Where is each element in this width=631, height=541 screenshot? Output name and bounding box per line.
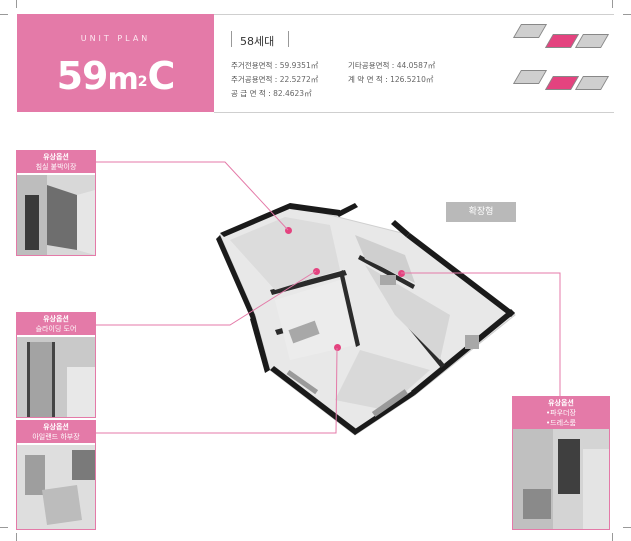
option-subtitle: 아일랜드 하부장 bbox=[32, 433, 80, 441]
spec-value: 126.5210㎡ bbox=[390, 75, 434, 84]
spec-other-common: 기타공용면적 : 44.0587㎡ bbox=[348, 61, 436, 70]
option-marker-dot bbox=[334, 344, 341, 351]
header-rule-top bbox=[214, 14, 614, 15]
option-title: 유상옵션 bbox=[43, 153, 69, 161]
unit-type-suffix: C bbox=[147, 54, 176, 98]
divider bbox=[288, 31, 289, 47]
option-header: 유상옵션 침실 붙박이장 bbox=[17, 151, 95, 173]
option-panel-powder-dressroom: 유상옵션 •파우더장 •드레스룸 bbox=[512, 396, 610, 530]
unit-type-sup: 2 bbox=[137, 74, 148, 90]
spec-contract: 계 약 면 적 : 126.5210㎡ bbox=[348, 75, 434, 84]
unit-type-title: 59m2C bbox=[17, 52, 214, 104]
option-panel-island-cabinet: 유상옵션 아일랜드 하부장 bbox=[16, 420, 96, 530]
option-marker-dot bbox=[285, 227, 292, 234]
spec-label: 기타공용면적 bbox=[348, 61, 390, 70]
crop-mark bbox=[16, 533, 17, 541]
crop-mark bbox=[623, 14, 631, 15]
crop-mark bbox=[0, 14, 8, 15]
option-panel-sliding-door: 유상옵션 슬라이딩 도어 bbox=[16, 312, 96, 418]
spec-value: 59.9351㎡ bbox=[279, 61, 319, 70]
option-title: 유상옵션 bbox=[548, 399, 574, 407]
option-photo bbox=[17, 175, 95, 255]
divider bbox=[231, 31, 232, 47]
option-marker-dot bbox=[313, 268, 320, 275]
crop-mark bbox=[623, 527, 631, 528]
unit-type-m: m bbox=[107, 62, 138, 97]
unit-plan-label: UNIT PLAN bbox=[80, 34, 151, 43]
option-header: 유상옵션 아일랜드 하부장 bbox=[17, 421, 95, 443]
spec-value: 22.5272㎡ bbox=[279, 75, 319, 84]
option-subtitle: •드레스룸 bbox=[546, 419, 576, 427]
households-count: 58세대 bbox=[240, 35, 275, 48]
option-title: 유상옵션 bbox=[43, 423, 69, 431]
spec-value: 82.4623㎡ bbox=[273, 89, 312, 98]
spec-label: 계 약 면 적 bbox=[348, 75, 383, 84]
furniture bbox=[288, 275, 479, 349]
option-photo bbox=[17, 445, 95, 529]
floor-plan-3d bbox=[216, 203, 516, 436]
spec-common: 주거공용면적 : 22.5272㎡ bbox=[231, 75, 319, 84]
option-subtitle: 침실 붙박이장 bbox=[35, 163, 77, 171]
spec-exclusive: 주거전용면적 : 59.9351㎡ bbox=[231, 61, 319, 70]
crop-mark bbox=[612, 533, 613, 541]
spec-label: 주거공용면적 bbox=[231, 75, 273, 84]
expansion-type-badge: 확장형 bbox=[446, 202, 516, 222]
option-subtitle: •파우더장 bbox=[546, 409, 576, 417]
option-header: 유상옵션 슬라이딩 도어 bbox=[17, 313, 95, 335]
crop-mark bbox=[612, 0, 613, 8]
windows bbox=[286, 370, 409, 417]
unit-plan-header: UNIT PLAN 59m2C bbox=[17, 14, 214, 112]
option-panel-built-in-closet: 유상옵션 침실 붙박이장 bbox=[16, 150, 96, 256]
spec-label: 주거전용면적 bbox=[231, 61, 273, 70]
option-header: 유상옵션 •파우더장 •드레스룸 bbox=[513, 397, 609, 429]
option-photo bbox=[513, 429, 609, 529]
exterior-walls bbox=[216, 203, 515, 435]
spec-label: 공 급 면 적 bbox=[231, 89, 266, 98]
option-photo bbox=[17, 337, 95, 417]
option-title: 유상옵션 bbox=[43, 315, 69, 323]
header-rule-bottom bbox=[214, 112, 614, 113]
spec-supply: 공 급 면 적 : 82.4623㎡ bbox=[231, 89, 312, 98]
crop-mark bbox=[0, 527, 8, 528]
unit-type-number: 59 bbox=[56, 54, 109, 98]
crop-mark bbox=[16, 0, 17, 8]
option-subtitle: 슬라이딩 도어 bbox=[35, 325, 77, 333]
spec-value: 44.0587㎡ bbox=[396, 61, 436, 70]
